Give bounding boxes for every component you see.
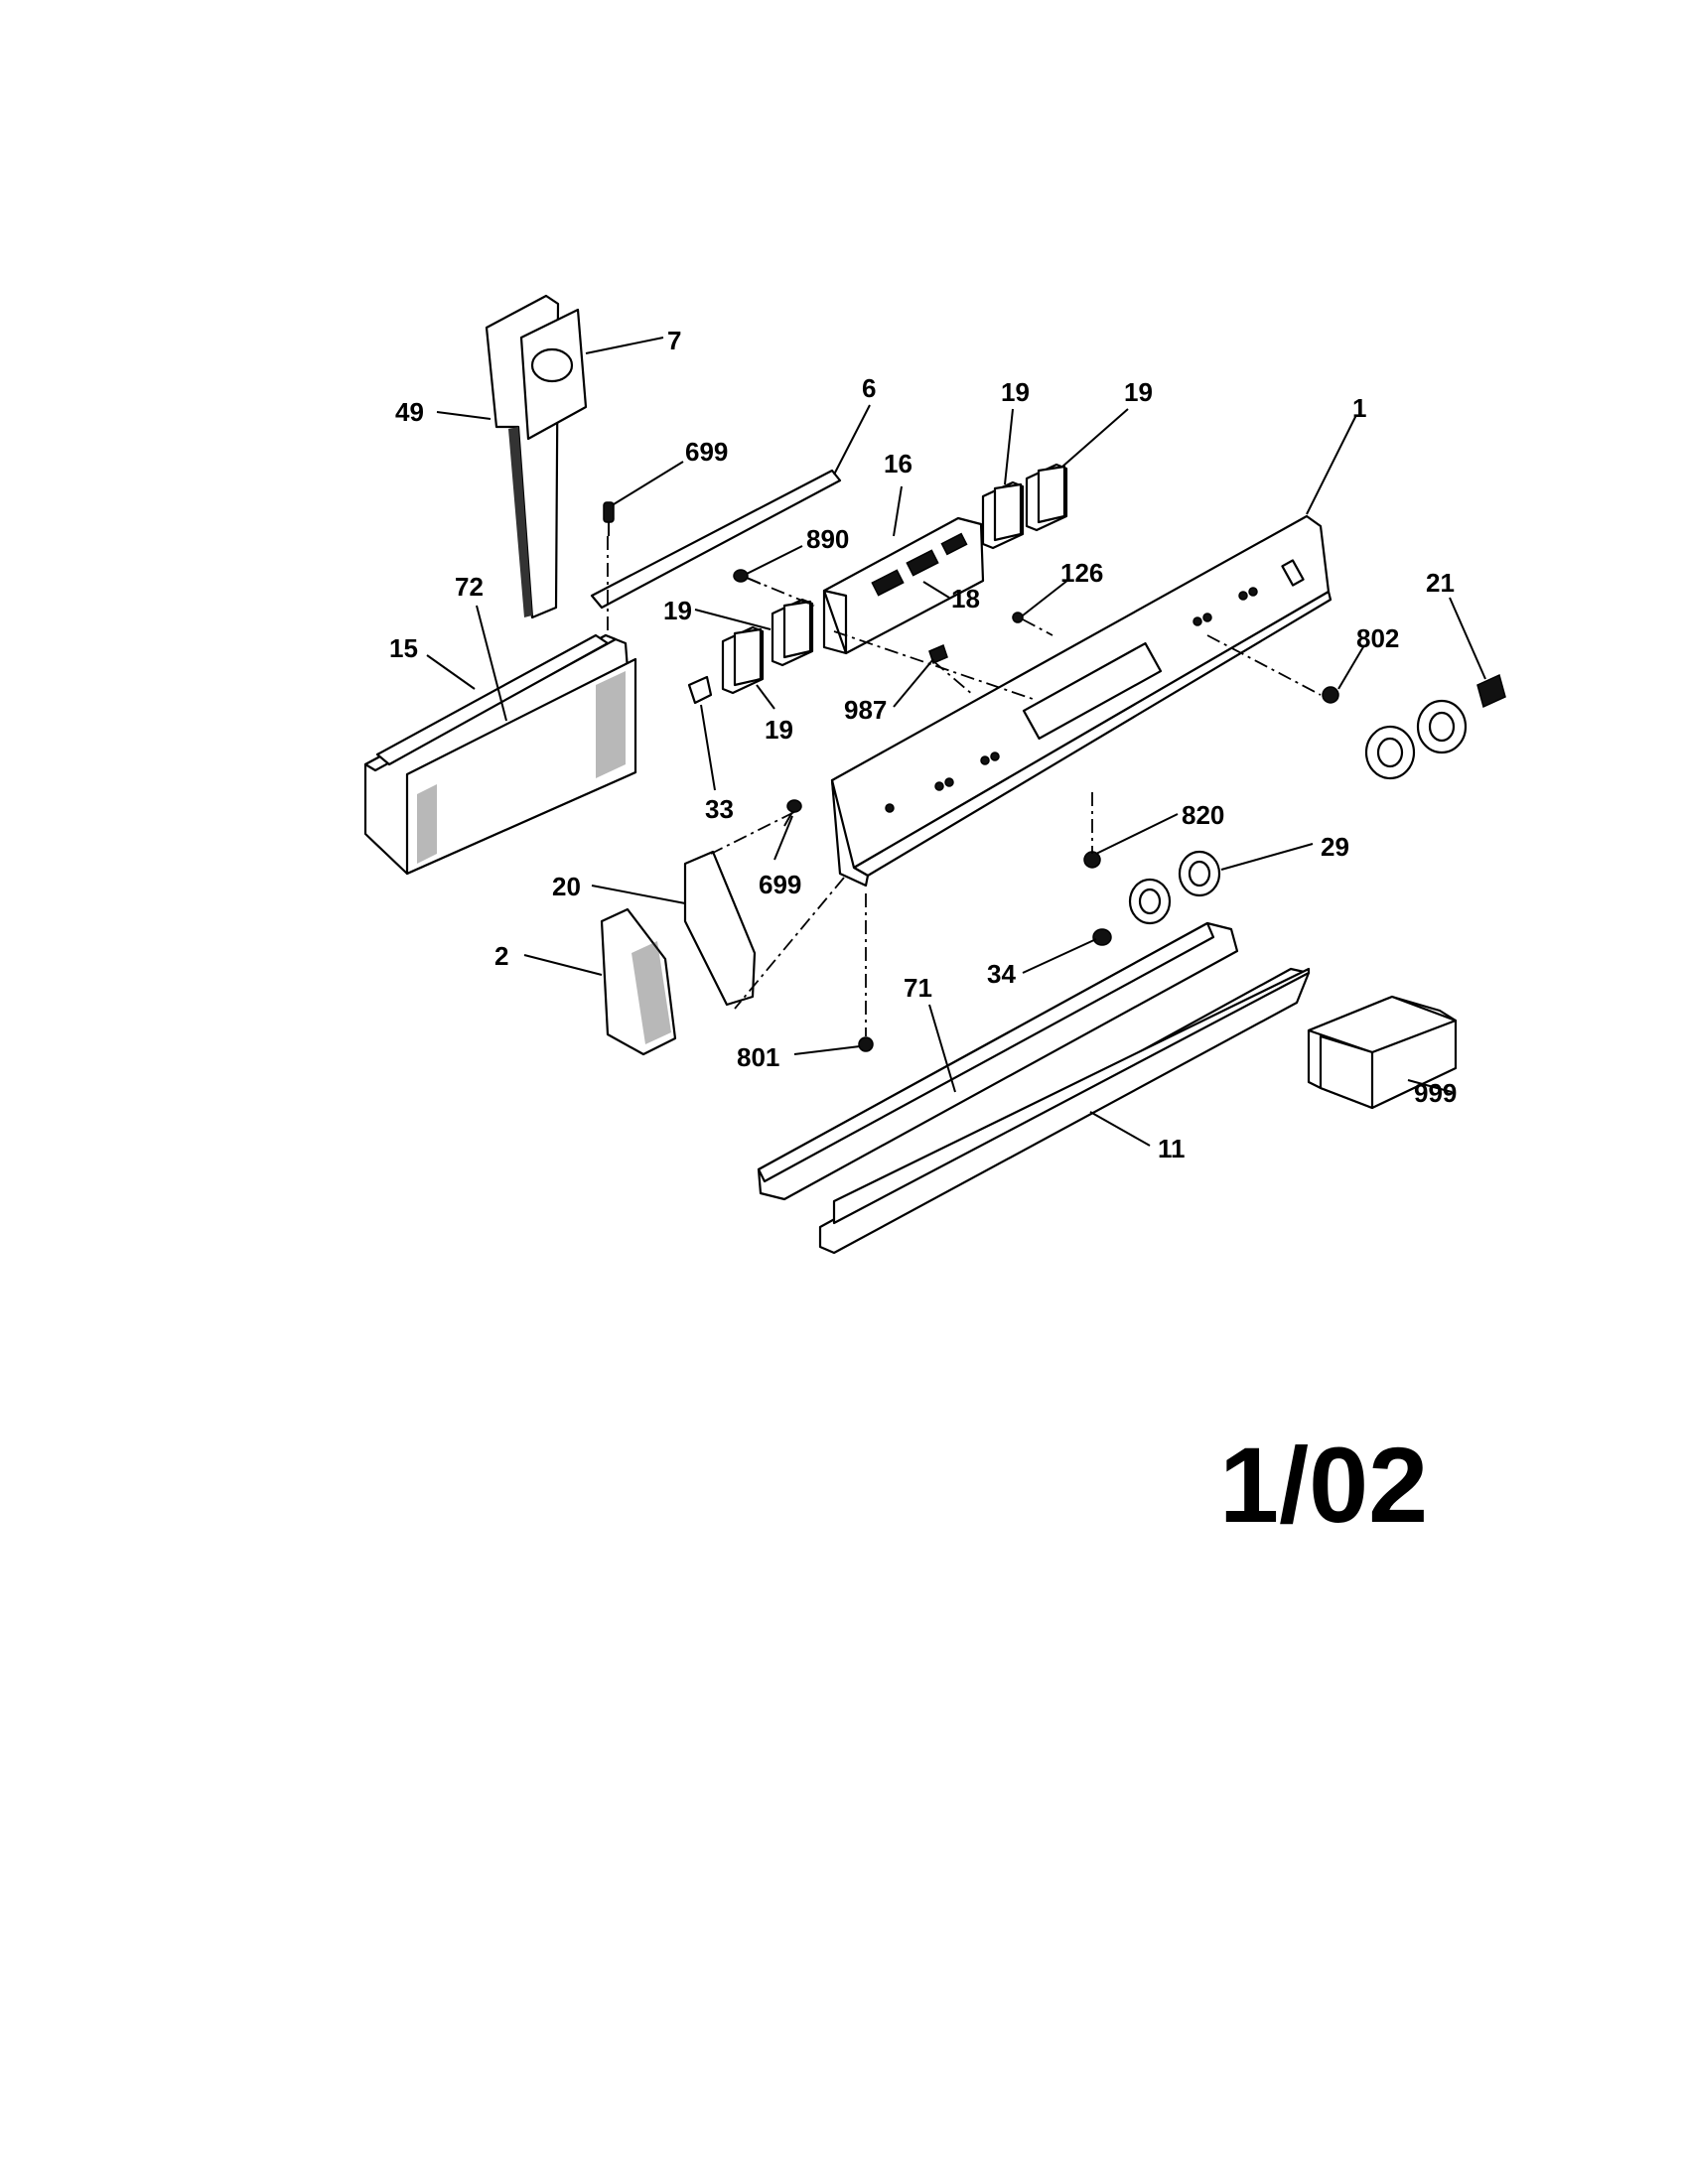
assembly-lines — [607, 536, 1322, 1036]
callout-71: 71 — [904, 973, 932, 1003]
part-987-clip — [928, 643, 948, 665]
part-802-screw — [1322, 686, 1339, 704]
part-29-knob-b — [1178, 850, 1221, 897]
part-19-switch-right-a — [981, 480, 1025, 550]
part-72-cover-plate — [375, 633, 610, 766]
callout-699-upper: 699 — [685, 437, 728, 467]
callout-999: 999 — [1414, 1078, 1457, 1108]
part-126-fastener — [1012, 612, 1024, 623]
part-19-switch-right-b — [1025, 463, 1068, 532]
part-801-screw — [858, 1036, 874, 1052]
callout-33: 33 — [705, 794, 734, 824]
part-33-clip — [687, 675, 713, 705]
callout-72: 72 — [455, 572, 484, 602]
page-label: 1/02 — [1219, 1425, 1429, 1545]
part-29-knob-a — [1128, 878, 1172, 925]
part-21-switch — [1476, 673, 1506, 709]
callout-19-right-b: 19 — [1124, 377, 1153, 407]
leader-lines — [426, 337, 1486, 1147]
part-7-shield — [519, 308, 588, 441]
part-20-bracket — [683, 850, 757, 1007]
callout-2: 2 — [494, 941, 508, 971]
callout-801: 801 — [737, 1042, 779, 1072]
part-820-screw — [1083, 851, 1101, 869]
callout-820: 820 — [1182, 800, 1224, 830]
callout-34: 34 — [987, 959, 1016, 989]
callout-987: 987 — [844, 695, 887, 725]
callout-49: 49 — [395, 397, 424, 427]
callout-699-lower: 699 — [759, 870, 801, 899]
part-6-strip — [590, 469, 842, 610]
callout-29: 29 — [1321, 832, 1349, 862]
knob-right-b — [1416, 699, 1468, 754]
part-19-switch-left-a — [771, 598, 814, 667]
callouts: 7 49 699 6 16 19 19 1 890 18 126 21 72 1… — [389, 326, 1457, 1163]
callout-18: 18 — [951, 584, 980, 614]
part-71-rail — [757, 921, 1239, 1201]
callout-1: 1 — [1352, 393, 1366, 423]
callout-20: 20 — [552, 872, 581, 901]
callout-19-left-b: 19 — [765, 715, 793, 745]
callout-15: 15 — [389, 633, 418, 663]
part-16-control-board — [822, 516, 985, 655]
callout-7: 7 — [667, 326, 681, 355]
knob-right-a — [1364, 725, 1416, 780]
callout-19-right-a: 19 — [1001, 377, 1030, 407]
part-999-box — [1307, 995, 1458, 1110]
part-34-spacer — [1092, 928, 1112, 946]
callout-126: 126 — [1060, 558, 1103, 588]
callout-21: 21 — [1426, 568, 1455, 598]
part-1-control-panel — [830, 514, 1333, 887]
part-2-end-block — [600, 907, 677, 1056]
part-11-trim — [818, 967, 1311, 1255]
part-19-switch-left-b — [721, 625, 765, 695]
callout-11: 11 — [1158, 1134, 1186, 1163]
callout-890: 890 — [806, 524, 849, 554]
part-699-screw-upper — [603, 501, 615, 536]
callout-16: 16 — [884, 449, 912, 478]
callout-802: 802 — [1356, 623, 1399, 653]
callout-19-left-a: 19 — [663, 596, 692, 625]
callout-6: 6 — [862, 373, 876, 403]
